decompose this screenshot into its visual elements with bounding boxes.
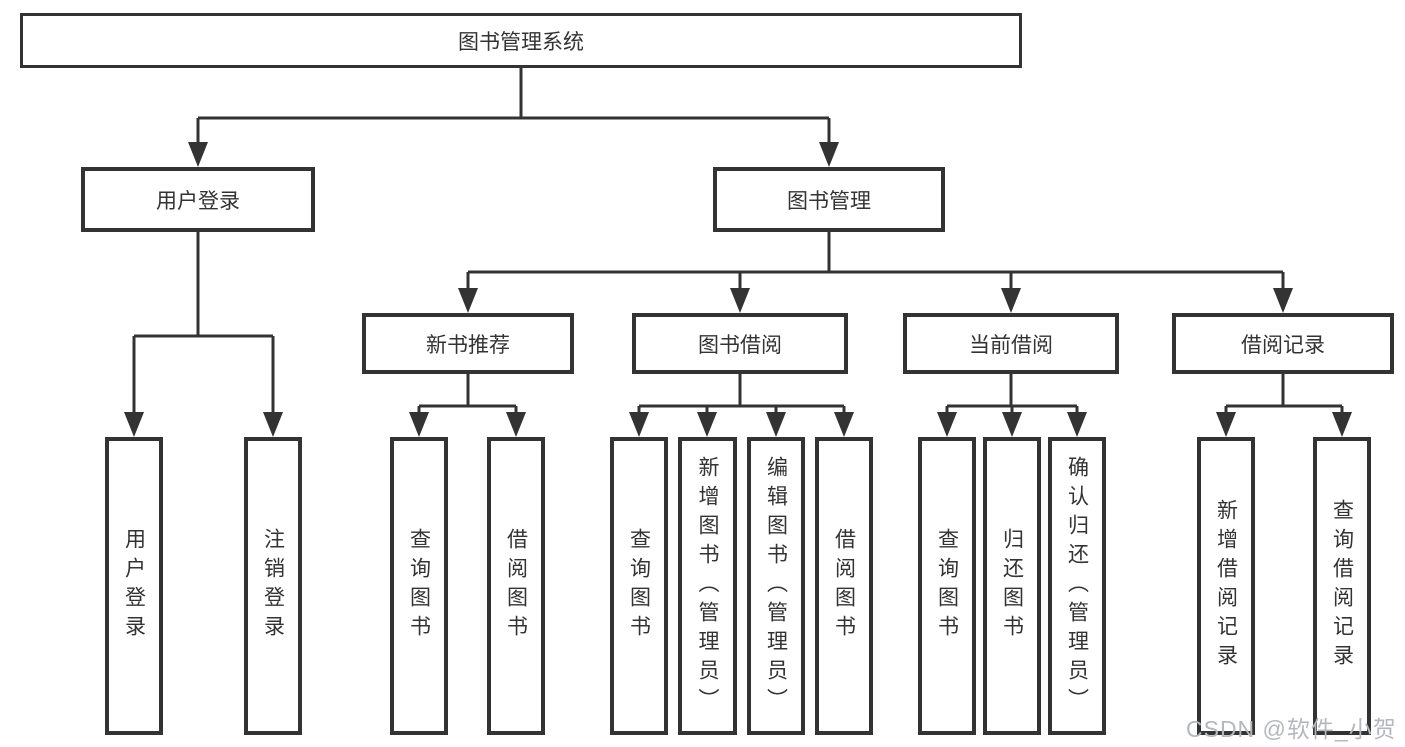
leaf-recommend-borrow-book-label: 借阅图书 [504, 528, 528, 644]
leaf-edit-book-admin: 编辑图书（管理员） [747, 437, 805, 735]
node-user-login-label: 用户登录 [156, 189, 240, 213]
leaf-borrow-query-book: 查询图书 [610, 437, 668, 735]
leaf-user-login-label: 用户登录 [122, 528, 146, 644]
leaf-recommend-borrow-book: 借阅图书 [487, 437, 545, 735]
leaf-logout: 注销登录 [244, 437, 302, 735]
leaf-borrow-query-book-label: 查询图书 [627, 528, 651, 644]
leaf-borrow-book-label: 借阅图书 [832, 528, 856, 644]
leaf-add-borrow-record: 新增借阅记录 [1197, 437, 1255, 735]
node-new-book-recommend: 新书推荐 [362, 313, 574, 374]
node-root: 图书管理系统 [20, 13, 1022, 68]
node-borrow-record: 借阅记录 [1172, 313, 1394, 374]
leaf-recommend-query-book: 查询图书 [390, 437, 448, 735]
node-current-borrow: 当前借阅 [903, 313, 1119, 374]
node-current-borrow-label: 当前借阅 [969, 333, 1053, 357]
node-book-management-label: 图书管理 [787, 189, 871, 213]
leaf-return-book: 归还图书 [983, 437, 1041, 735]
leaf-user-login: 用户登录 [105, 437, 163, 735]
leaf-add-book-admin-label: 新增图书（管理员） [696, 455, 719, 717]
leaf-confirm-return-admin: 确认归还（管理员） [1048, 437, 1106, 735]
node-user-login: 用户登录 [81, 167, 315, 232]
leaf-current-query-book: 查询图书 [918, 437, 976, 735]
leaf-query-borrow-record: 查询借阅记录 [1313, 437, 1371, 735]
node-book-borrow: 图书借阅 [632, 313, 848, 374]
leaf-confirm-return-admin-label: 确认归还（管理员） [1065, 455, 1089, 717]
leaf-query-borrow-record-label: 查询借阅记录 [1330, 499, 1354, 673]
leaf-logout-label: 注销登录 [261, 528, 285, 644]
node-borrow-record-label: 借阅记录 [1241, 333, 1325, 357]
leaf-borrow-book: 借阅图书 [815, 437, 873, 735]
leaf-edit-book-admin-label: 编辑图书（管理员） [764, 455, 788, 717]
leaf-return-book-label: 归还图书 [1000, 528, 1024, 644]
node-book-borrow-label: 图书借阅 [698, 333, 782, 357]
node-root-label: 图书管理系统 [458, 30, 584, 54]
leaf-add-borrow-record-label: 新增借阅记录 [1214, 499, 1238, 673]
leaf-recommend-query-book-label: 查询图书 [407, 528, 431, 644]
leaf-current-query-book-label: 查询图书 [935, 528, 959, 644]
watermark: CSDN @软件_小贺同学 [1186, 716, 1397, 742]
node-new-book-recommend-label: 新书推荐 [426, 333, 510, 357]
leaf-add-book-admin: 新增图书（管理员） [678, 437, 737, 735]
node-book-management: 图书管理 [713, 167, 945, 232]
